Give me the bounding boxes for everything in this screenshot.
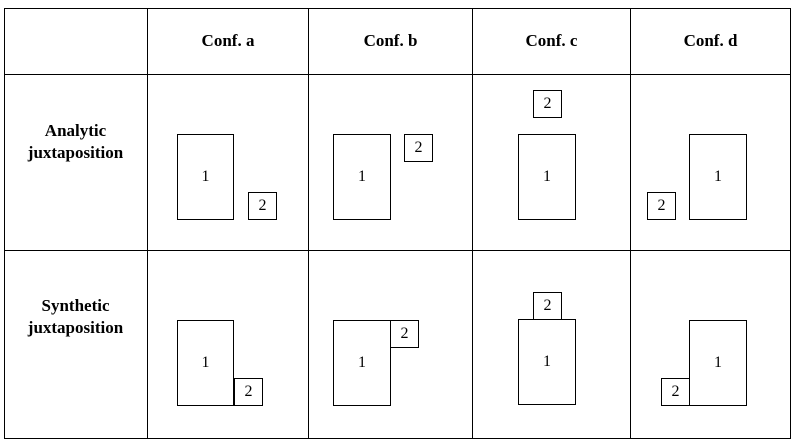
small-box: 2 bbox=[248, 192, 277, 220]
row-label-synthetic: Synthetic juxtaposition bbox=[4, 295, 147, 339]
row-label-line2: juxtaposition bbox=[27, 143, 124, 162]
table-border-top bbox=[4, 8, 791, 9]
small-box: 2 bbox=[533, 292, 562, 320]
small-box: 2 bbox=[533, 90, 562, 118]
large-box: 1 bbox=[689, 320, 747, 406]
row-label-line1: Analytic bbox=[44, 121, 107, 140]
table-border-bottom bbox=[4, 438, 791, 439]
column-header-conf-b: Conf. b bbox=[363, 31, 418, 50]
row-label-analytic: Analytic juxtaposition bbox=[4, 120, 147, 164]
table-row-divider-1 bbox=[4, 74, 791, 75]
column-header-conf-c: Conf. c bbox=[525, 31, 578, 50]
small-box: 2 bbox=[234, 378, 263, 406]
table-border-left bbox=[4, 8, 5, 438]
large-box: 1 bbox=[689, 134, 747, 220]
small-box: 2 bbox=[390, 320, 419, 348]
table-divider-3 bbox=[472, 8, 473, 438]
large-box: 1 bbox=[333, 134, 391, 220]
large-box: 1 bbox=[518, 319, 576, 405]
large-box: 1 bbox=[177, 320, 234, 406]
column-header-conf-a: Conf. a bbox=[201, 31, 255, 50]
table-divider-1 bbox=[147, 8, 148, 438]
large-box: 1 bbox=[177, 134, 234, 220]
large-box: 1 bbox=[333, 320, 391, 406]
table-divider-2 bbox=[308, 8, 309, 438]
table-row-divider-2 bbox=[4, 250, 791, 251]
row-label-line1: Synthetic bbox=[41, 296, 110, 315]
table-border-right bbox=[790, 8, 791, 438]
small-box: 2 bbox=[404, 134, 433, 162]
small-box: 2 bbox=[661, 378, 690, 406]
table-divider-4 bbox=[630, 8, 631, 438]
large-box: 1 bbox=[518, 134, 576, 220]
small-box: 2 bbox=[647, 192, 676, 220]
row-label-line2: juxtaposition bbox=[27, 318, 124, 337]
column-header-conf-d: Conf. d bbox=[683, 31, 738, 50]
